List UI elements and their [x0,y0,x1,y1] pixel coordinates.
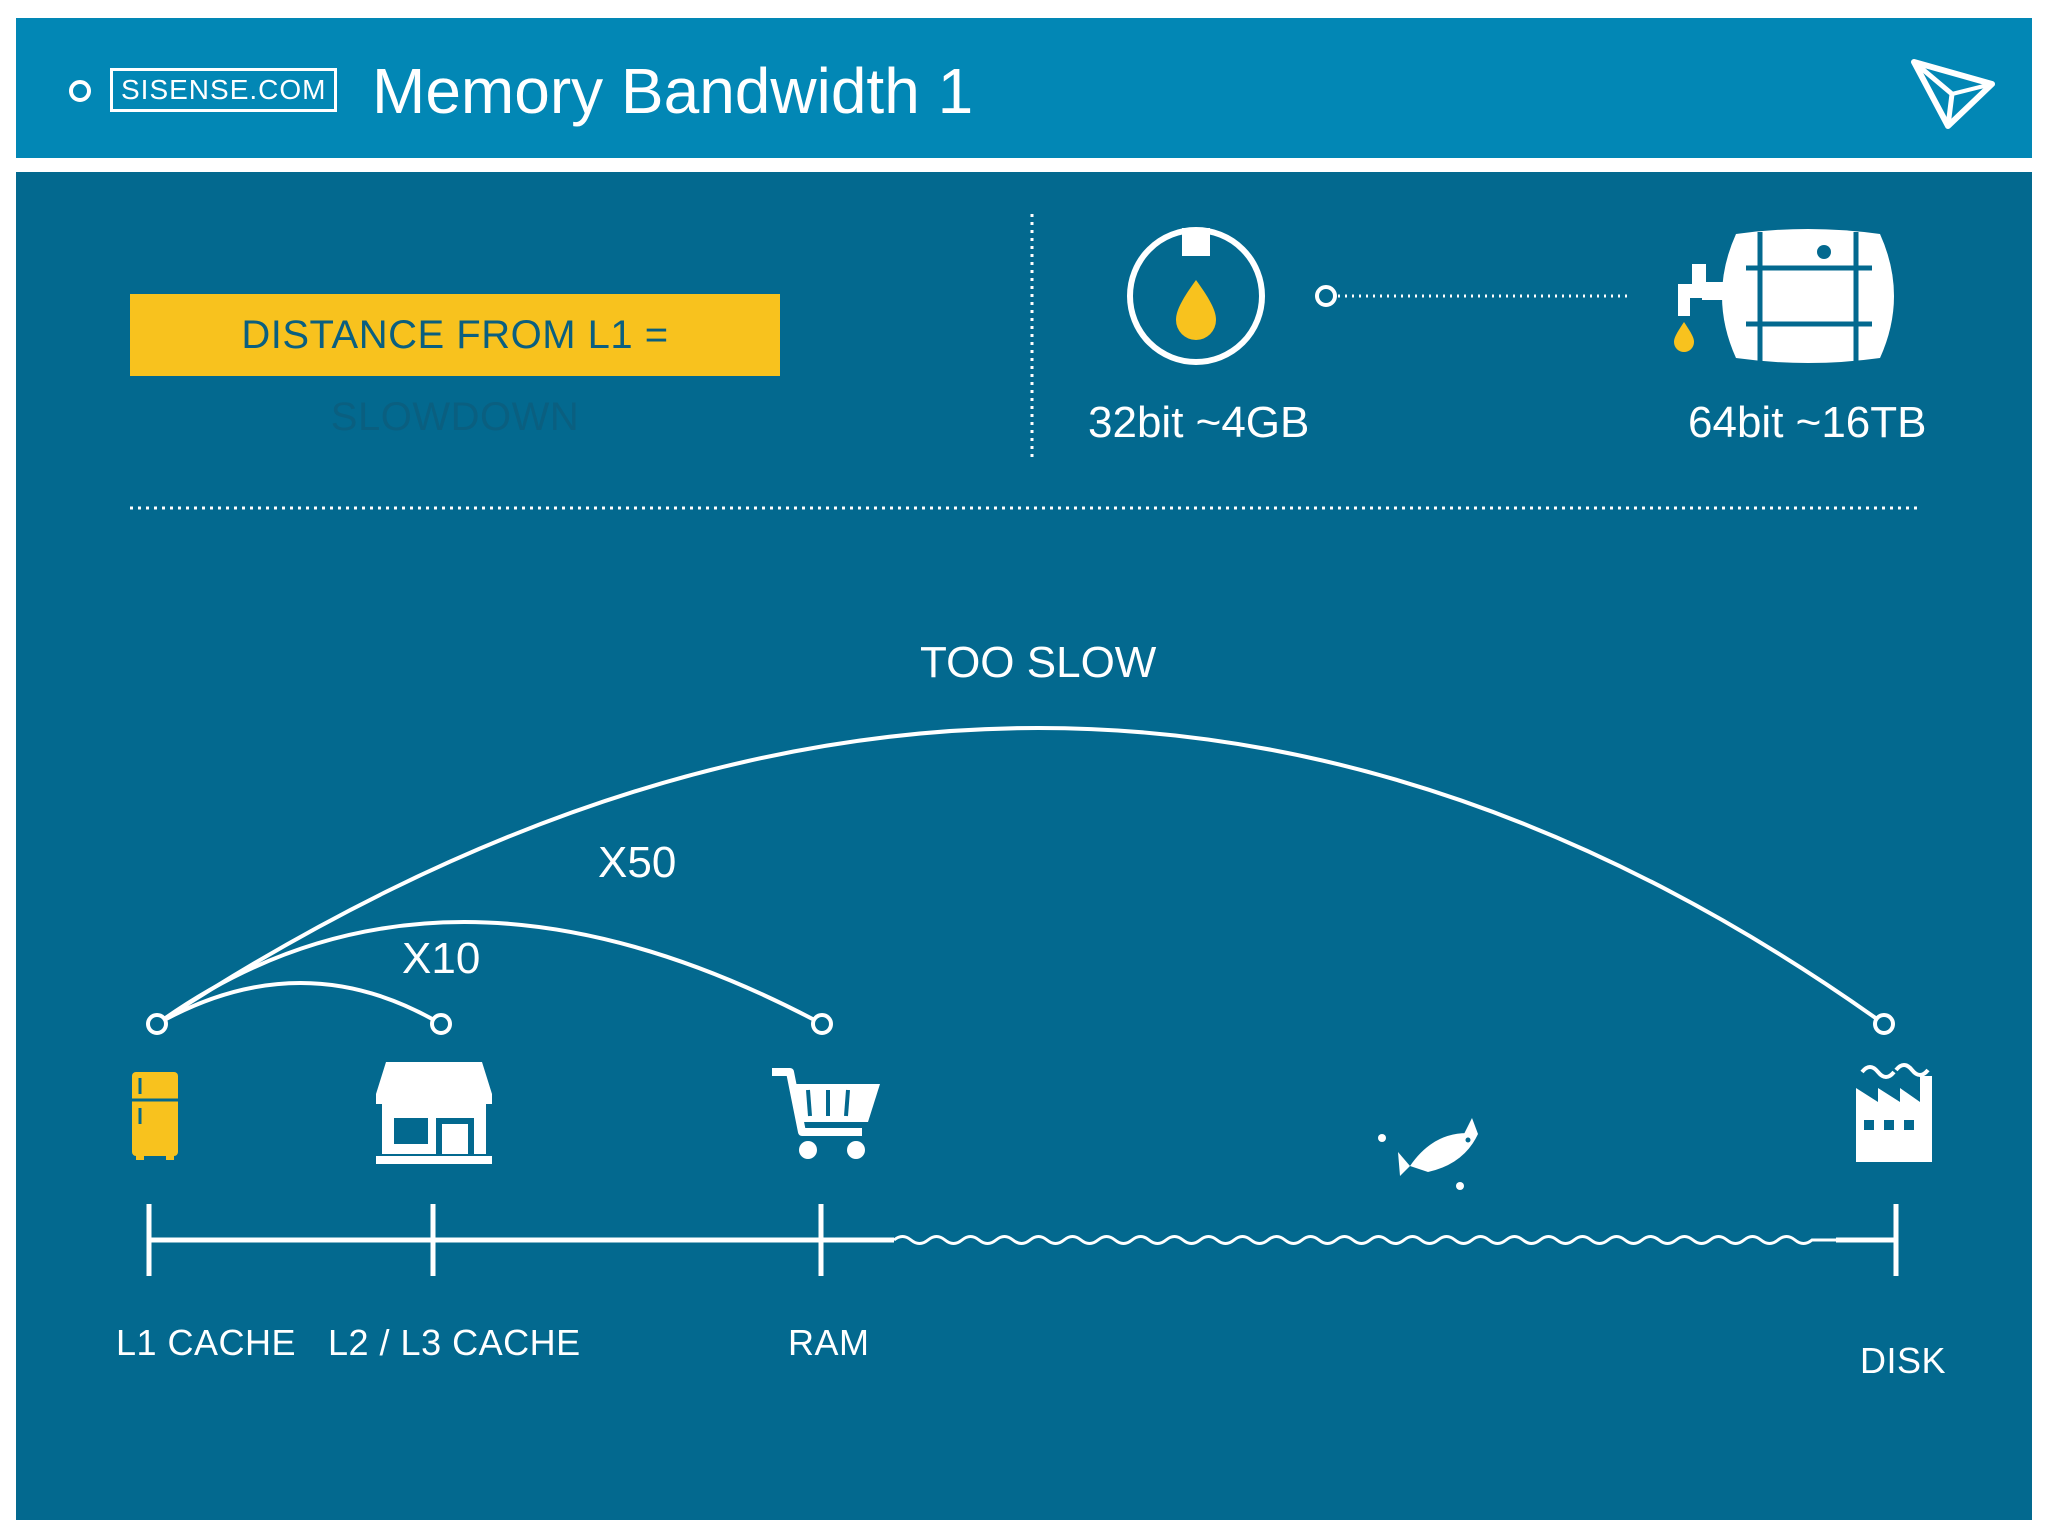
tier-label-l1: L1 CACHE [116,1322,297,1363]
header-dot [69,80,91,102]
shopping-cart-icon [772,1068,880,1159]
header-bar: SISENSE.COM Memory Bandwidth 1 [16,18,2032,158]
slowdown-callout: DISTANCE FROM L1 = SLOWDOWN [130,294,780,439]
fridge-icon [132,1072,178,1160]
arc-label-x10: X10 [402,934,481,983]
arc-x50 [155,920,823,1026]
endpoint-disk [1873,1013,1895,1035]
fish-icon [1378,1118,1478,1190]
label-64bit: 64bit ~16TB [1688,398,1927,447]
address-connector [1315,285,1630,307]
arc-too-slow [155,726,1886,1026]
endpoint-ram [811,1013,833,1035]
tier-label-disk: DISK [1860,1340,1947,1381]
water-drop-icon [1127,227,1265,365]
page-title: Memory Bandwidth 1 [372,55,974,127]
endpoint-l1 [146,1013,168,1035]
paper-plane-logo-icon [1911,59,1995,129]
endpoint-l2l3 [430,1013,452,1035]
arc-label-x50: X50 [598,838,677,887]
barrel-tap-icon [1674,229,1894,363]
arc-x10 [156,981,443,1026]
tier-label-l2l3: L2 / L3 CACHE [328,1322,581,1363]
diagram-canvas [130,214,1932,1276]
label-32bit: 32bit ~4GB [1088,398,1310,447]
store-icon [376,1062,492,1164]
diagram-panel: DISTANCE FROM L1 = SLOWDOWN [16,172,2032,1520]
factory-icon [1856,1063,1932,1162]
arc-label-too-slow: TOO SLOW [920,638,1157,687]
brand-label[interactable]: SISENSE.COM [110,68,338,112]
tier-label-ram: RAM [788,1322,870,1363]
distance-axis [146,1204,1899,1276]
